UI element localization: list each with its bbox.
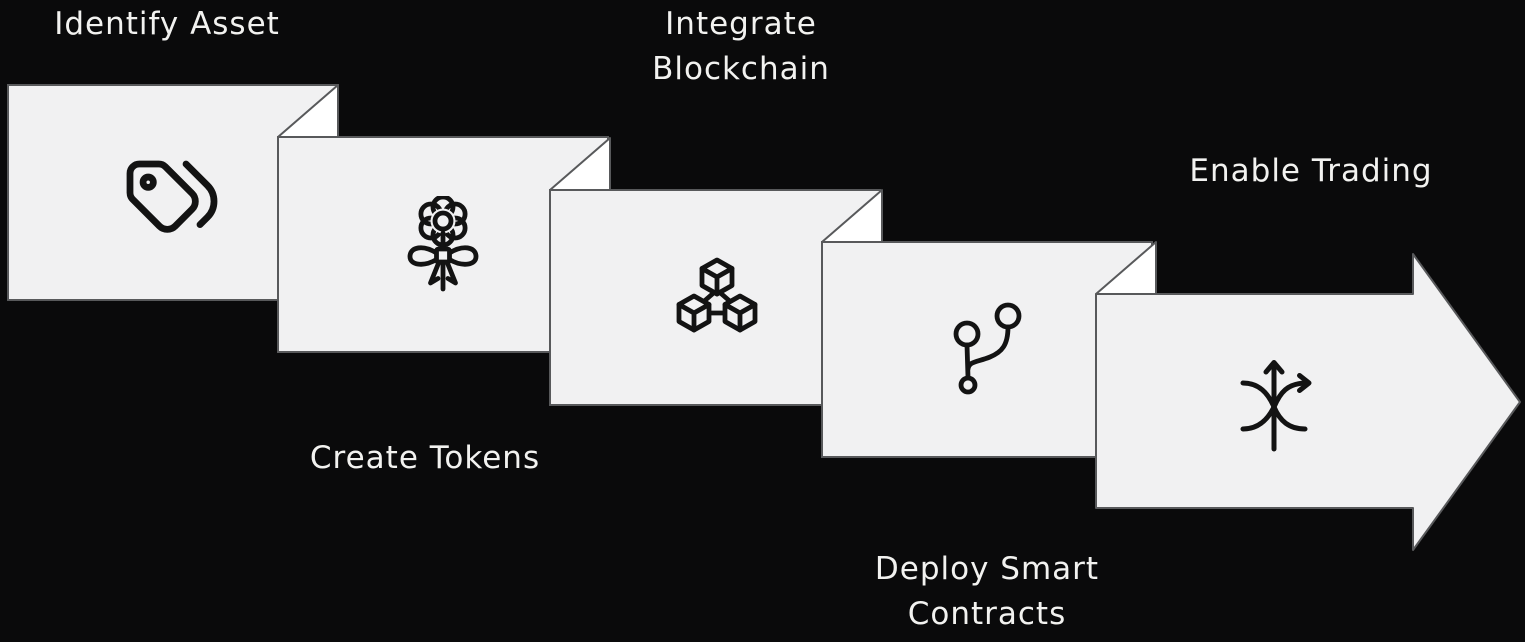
git-branch-icon	[953, 302, 1022, 395]
arrow-shape-5	[1095, 253, 1521, 551]
blockchain-cubes-icon	[676, 257, 758, 333]
step-label-identify-asset: Identify Asset	[54, 6, 280, 42]
shuffle-arrows-icon	[1240, 360, 1312, 452]
step-label-create-tokens: Create Tokens	[309, 440, 541, 476]
step-label-deploy-smart-contracts: Deploy Smart Contracts	[874, 551, 1100, 632]
flower-ribbon-icon	[407, 196, 479, 292]
step-label-integrate-blockchain: Integrate Blockchain	[652, 6, 830, 87]
step-label-enable-trading: Enable Trading	[1189, 153, 1433, 189]
price-tags-icon	[126, 160, 218, 233]
